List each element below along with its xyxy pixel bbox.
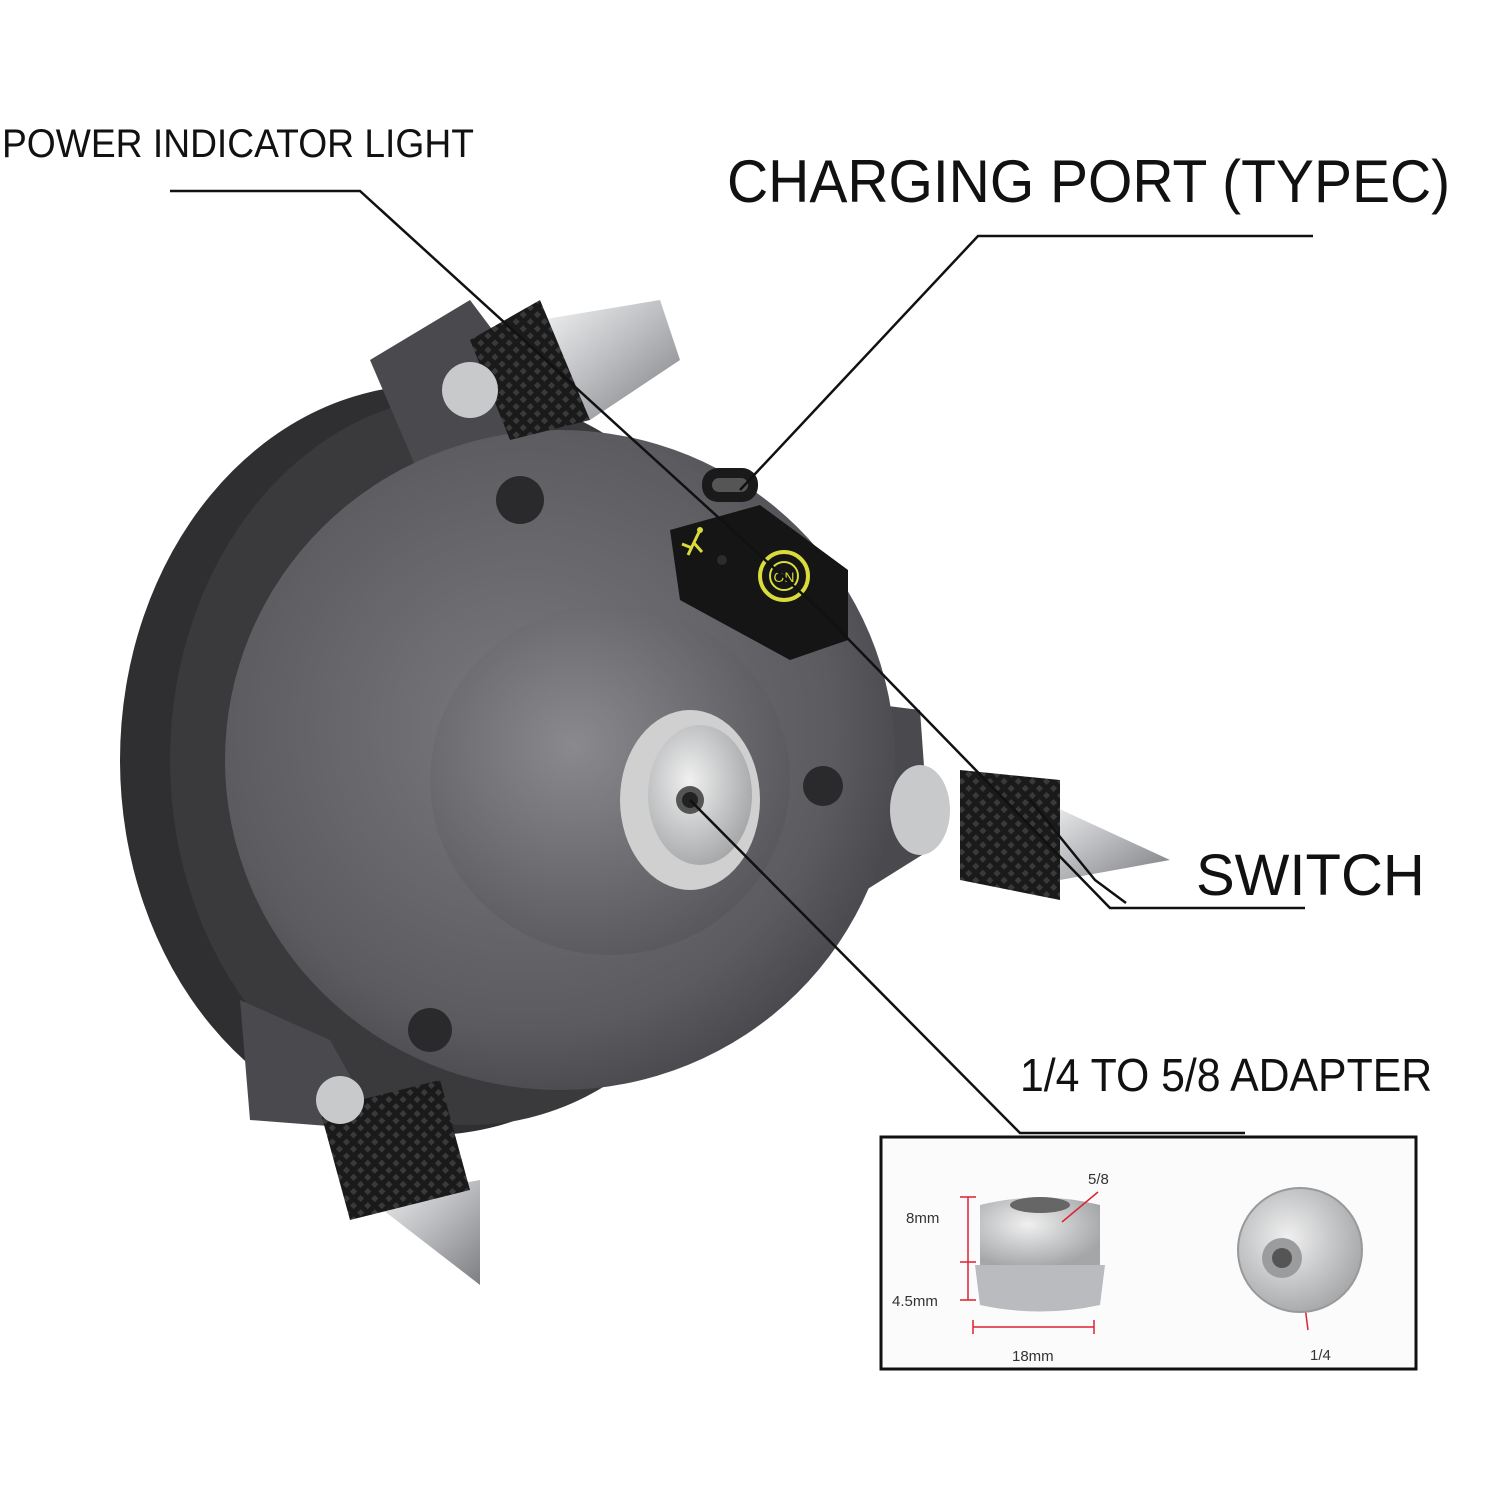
- inset-label-height-bottom: 4.5mm: [892, 1293, 938, 1310]
- usb-c-port: [702, 468, 758, 502]
- adapter-inset: [879, 1135, 1418, 1371]
- adapter-top-view: [1237, 1187, 1363, 1313]
- spike-foot-top: [442, 300, 680, 440]
- mounting-hole: [408, 1008, 452, 1052]
- callout-adapter: 1/4 TO 5/8 ADAPTER: [1020, 1049, 1433, 1101]
- spike-foot-right: [890, 765, 1170, 900]
- leader-lines: [170, 189, 1313, 1135]
- inset-label-thread-small: 1/4: [1310, 1347, 1331, 1364]
- leader-line-charging-port: [739, 234, 1313, 491]
- inset-label-height-top: 8mm: [906, 1210, 940, 1227]
- leader-line-adapter: [689, 799, 1245, 1135]
- callout-power-indicator-light: POWER INDICATOR LIGHT: [2, 122, 474, 166]
- mounting-hole: [803, 766, 843, 806]
- callout-switch: SWITCH: [1196, 843, 1425, 908]
- inset-label-thread-large: 5/8: [1088, 1171, 1109, 1188]
- center-boss: [430, 605, 790, 955]
- callout-charging-port: CHARGING PORT (TYPEC): [727, 148, 1451, 215]
- spike-foot-bottom: [316, 1076, 480, 1285]
- usb-icon: [681, 527, 704, 556]
- adapter-side-view: [975, 1197, 1105, 1312]
- leader-line-switch: [1029, 799, 1127, 905]
- mounting-hole: [496, 476, 544, 524]
- power-indicator-led: [717, 555, 727, 565]
- leader-line-power-indicator: [170, 189, 1305, 910]
- inset-label-diameter: 18mm: [1012, 1348, 1054, 1365]
- control-panel: ON: [670, 505, 848, 660]
